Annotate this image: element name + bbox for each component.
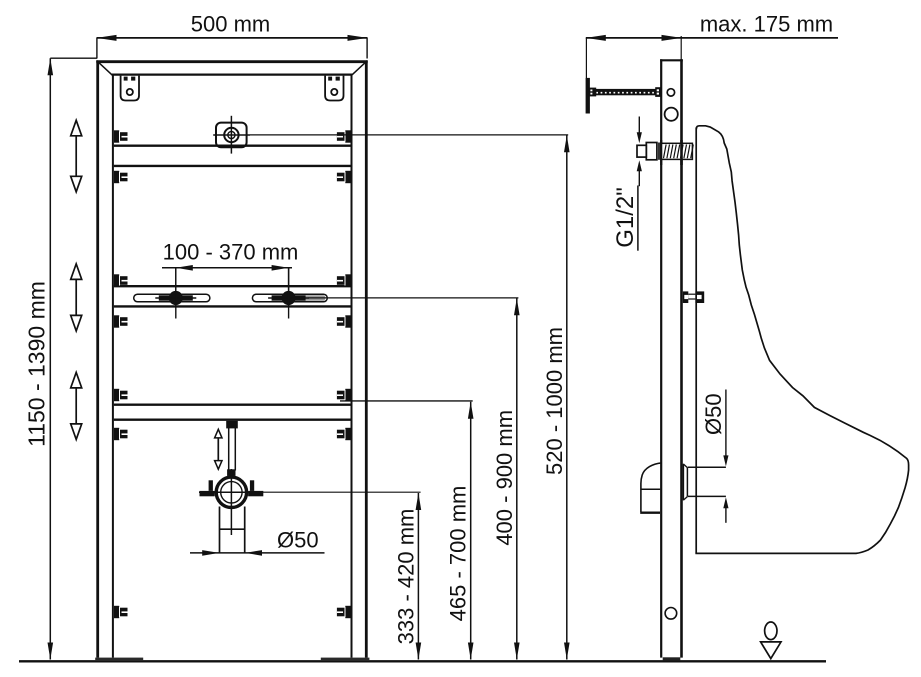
svg-text:400 - 900 mm: 400 - 900 mm xyxy=(492,410,517,546)
svg-text:1150 - 1390 mm: 1150 - 1390 mm xyxy=(23,281,49,447)
svg-text:333 - 420 mm: 333 - 420 mm xyxy=(393,509,418,645)
svg-text:Ø50: Ø50 xyxy=(277,528,319,553)
svg-text:100 - 370 mm: 100 - 370 mm xyxy=(163,240,299,265)
svg-text:G1/2": G1/2" xyxy=(612,187,639,248)
svg-text:Ø50: Ø50 xyxy=(701,393,726,435)
svg-text:465 - 700 mm: 465 - 700 mm xyxy=(446,486,471,622)
svg-text:520 - 1000 mm: 520 - 1000 mm xyxy=(542,327,567,475)
svg-text:max. 175 mm: max. 175 mm xyxy=(700,12,833,37)
svg-text:500 mm: 500 mm xyxy=(191,12,270,37)
